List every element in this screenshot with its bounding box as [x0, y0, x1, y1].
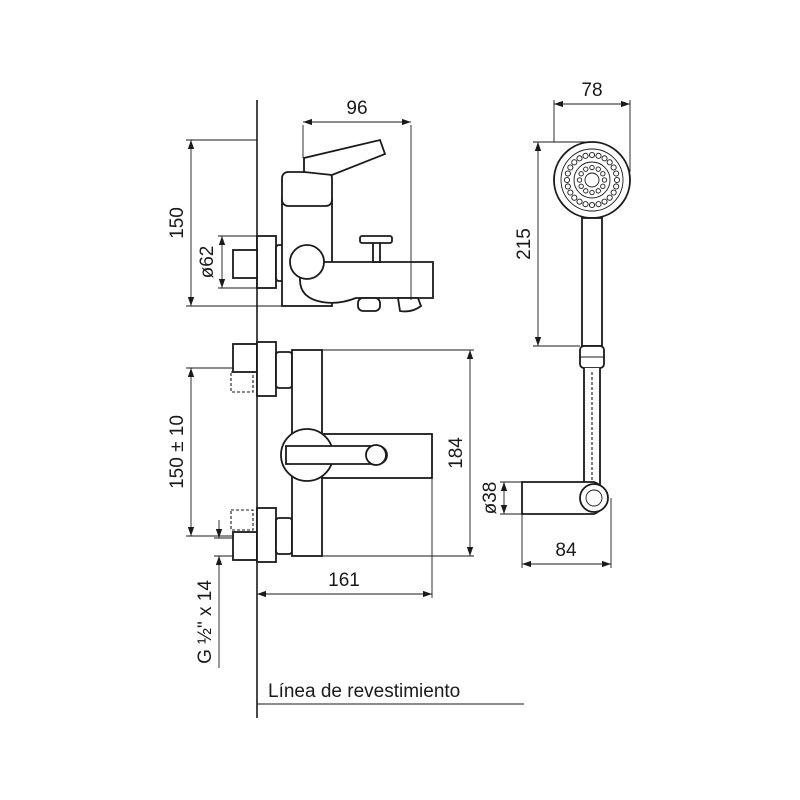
hand-shower — [553, 141, 631, 491]
dimension-inlet-spacing: 150 ± 10 — [167, 367, 233, 537]
shower-nozzle — [571, 194, 578, 201]
wall-line-callout: Línea de revestimiento — [257, 681, 524, 705]
shower-nozzle — [563, 176, 571, 184]
shower-nozzle — [613, 170, 620, 177]
dim-inlet-spacing-text: 150 ± 10 — [167, 415, 188, 489]
shower-nozzle — [582, 201, 589, 208]
wall-line-label: Línea de revestimiento — [268, 681, 460, 702]
shower-nozzle — [564, 170, 571, 177]
dim-holder-depth-text: 84 — [555, 540, 577, 561]
dimension-holder-diameter: ø38 — [480, 481, 522, 515]
dimension-top-width: 96 — [302, 98, 412, 300]
shower-nozzle — [613, 176, 621, 184]
shower-nozzle — [583, 188, 589, 194]
shower-nozzle — [595, 166, 601, 172]
shower-nozzle — [583, 166, 589, 172]
shower-nozzle — [601, 198, 608, 205]
shower-nozzle — [610, 189, 617, 196]
dimension-front-depth: 161 — [257, 478, 433, 598]
shower-nozzle — [589, 164, 595, 171]
dimension-thread: G ½" x 14 — [195, 520, 233, 668]
dim-thread-text: G ½" x 14 — [195, 580, 216, 664]
shower-nozzle — [567, 164, 574, 171]
shower-nozzle — [595, 152, 602, 159]
shower-nozzle — [600, 171, 606, 177]
dim-front-depth-text: 161 — [328, 570, 360, 591]
shower-holder — [521, 481, 609, 515]
dim-holder-diameter-text: ø38 — [480, 482, 501, 515]
dimension-shower-width: 78 — [553, 80, 631, 172]
shower-nozzle — [600, 183, 606, 189]
shower-nozzle — [578, 171, 584, 177]
shower-nozzle — [601, 177, 608, 183]
shower-nozzle — [578, 183, 584, 189]
shower-nozzle — [606, 159, 613, 166]
shower-nozzle — [576, 198, 583, 205]
dim-top-height-text: 150 — [167, 207, 188, 239]
shower-nozzle — [582, 152, 589, 159]
shower-nozzle — [588, 151, 596, 159]
dimension-inlet-diameter: ø62 — [197, 235, 257, 289]
dim-top-width-text: 96 — [346, 98, 367, 119]
top-view-mixer — [232, 138, 434, 313]
shower-nozzle — [564, 183, 571, 190]
dimension-holder-depth: 84 — [521, 498, 612, 568]
shower-nozzle — [601, 155, 608, 162]
dimension-top-height: 150 — [167, 139, 282, 307]
dimension-shower-length: 215 — [514, 141, 592, 347]
shower-nozzle — [610, 164, 617, 171]
shower-nozzle — [595, 201, 602, 208]
shower-nozzle — [595, 188, 601, 194]
shower-nozzle — [576, 177, 583, 183]
shower-nozzle — [606, 194, 613, 201]
shower-nozzle — [576, 155, 583, 162]
shower-nozzle — [613, 183, 620, 190]
shower-nozzle — [589, 189, 595, 196]
shower-nozzle — [571, 159, 578, 166]
dim-inlet-diameter-text: ø62 — [197, 246, 218, 279]
dimension-front-height: 184 — [322, 349, 474, 557]
dim-shower-width-text: 78 — [581, 80, 602, 101]
front-view-mixer — [230, 341, 433, 563]
dim-front-height-text: 184 — [446, 437, 467, 469]
dim-shower-length-text: 215 — [514, 228, 535, 260]
shower-nozzle — [567, 189, 574, 196]
shower-nozzle — [588, 201, 596, 209]
